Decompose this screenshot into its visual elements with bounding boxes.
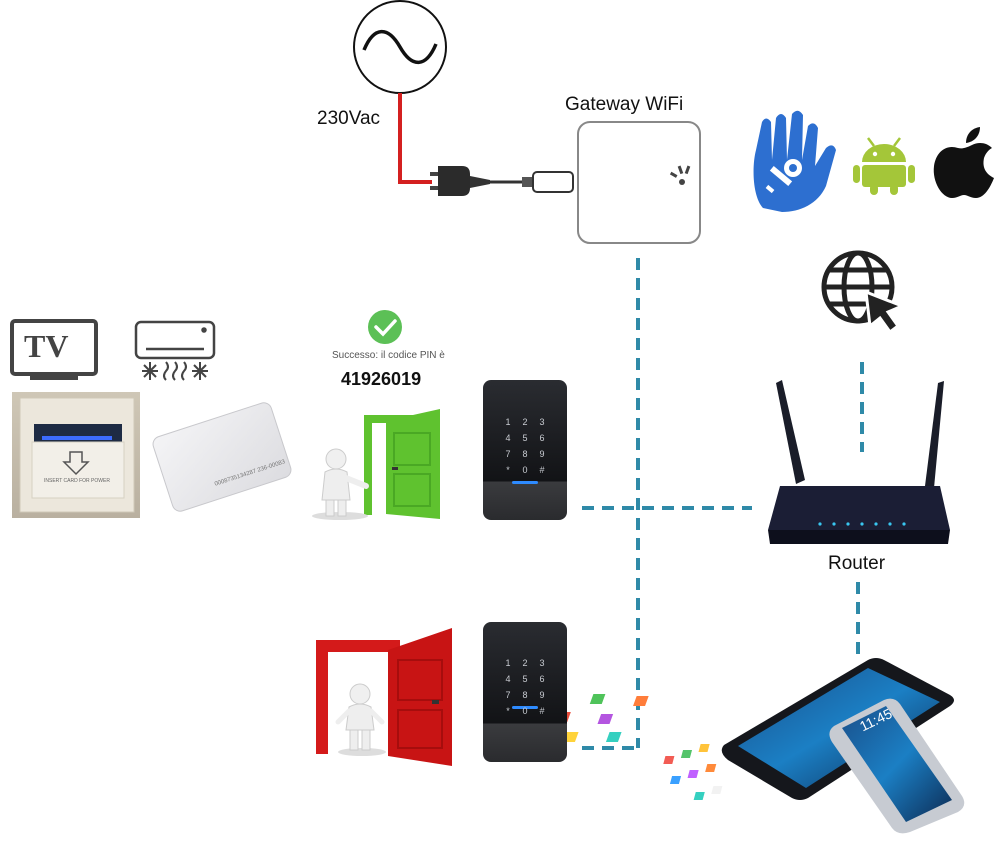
upper-keypad-key[interactable]: 3 <box>539 417 544 427</box>
plug-icon <box>430 166 574 196</box>
voltage-label: 230Vac <box>317 108 381 129</box>
upper-keypad-key[interactable]: 1 <box>505 417 510 427</box>
upper-keypad-key[interactable]: 8 <box>522 449 527 459</box>
lower-keypad-key[interactable]: 6 <box>539 674 544 684</box>
lower-keypad-key[interactable]: 9 <box>539 690 544 700</box>
lower-keypad-key[interactable]: 7 <box>505 690 510 700</box>
upper-keypad-key[interactable]: 5 <box>522 433 527 443</box>
lower-keypad-key[interactable]: 4 <box>505 674 510 684</box>
rfid-card <box>152 402 292 512</box>
power-wire <box>398 93 432 184</box>
lower-keypad-key[interactable]: * <box>506 706 510 716</box>
apple-icon <box>933 127 994 198</box>
network-lines <box>582 258 864 750</box>
lower-keypad-key[interactable]: 3 <box>539 658 544 668</box>
lower-keypad-key[interactable]: 8 <box>522 690 527 700</box>
lower-keypad-key[interactable]: 1 <box>505 658 510 668</box>
success-message: Successo: il codice PIN è <box>332 350 445 361</box>
lower-keypad-key[interactable]: 2 <box>522 658 527 668</box>
check-icon <box>368 310 402 344</box>
gateway-label: Gateway WiFi <box>565 94 684 115</box>
upper-keypad-key[interactable]: # <box>539 465 544 475</box>
upper-keypad-key[interactable]: 0 <box>522 465 527 475</box>
air-conditioner-icon <box>134 320 216 381</box>
upper-keypad-key[interactable]: 7 <box>505 449 510 459</box>
android-icon <box>853 137 915 195</box>
tablet-phone-devices <box>520 658 965 834</box>
gateway-device <box>577 121 701 244</box>
keypad-keys-upper: 1 2 3 4 5 6 7 8 9 * 0 # <box>505 417 544 475</box>
ac-source-icon <box>353 0 447 94</box>
gateway-wifi-indicator <box>669 165 691 185</box>
hand-key-icon <box>753 110 836 212</box>
green-door-scene <box>312 409 440 520</box>
router-device <box>768 380 950 544</box>
card-slot-text: INSERT CARD FOR POWER <box>44 478 110 484</box>
tv-label: TV <box>24 328 69 364</box>
keypad-reader-upper <box>483 380 567 520</box>
upper-keypad-key[interactable]: 6 <box>539 433 544 443</box>
snowflake-icon <box>142 362 158 380</box>
pin-code: 41926019 <box>341 369 422 389</box>
upper-keypad-key[interactable]: 9 <box>539 449 544 459</box>
lower-keypad-key[interactable]: 5 <box>522 674 527 684</box>
router-label: Router <box>828 553 886 574</box>
lower-keypad-key[interactable]: # <box>539 706 544 716</box>
lower-keypad-key[interactable]: 0 <box>522 706 527 716</box>
keypad-keys-lower: 1 2 3 4 5 6 7 8 9 * 0 # <box>505 658 544 716</box>
upper-keypad-key[interactable]: 4 <box>505 433 510 443</box>
upper-keypad-key[interactable]: 2 <box>522 417 527 427</box>
keypad-reader-lower <box>483 622 567 762</box>
globe-cursor-icon <box>821 250 906 335</box>
tv-icon <box>10 319 98 380</box>
red-door-scene <box>316 628 452 766</box>
upper-keypad-key[interactable]: * <box>506 465 510 475</box>
snowflake-icon-2 <box>192 362 208 380</box>
card-power-switch <box>12 392 140 518</box>
